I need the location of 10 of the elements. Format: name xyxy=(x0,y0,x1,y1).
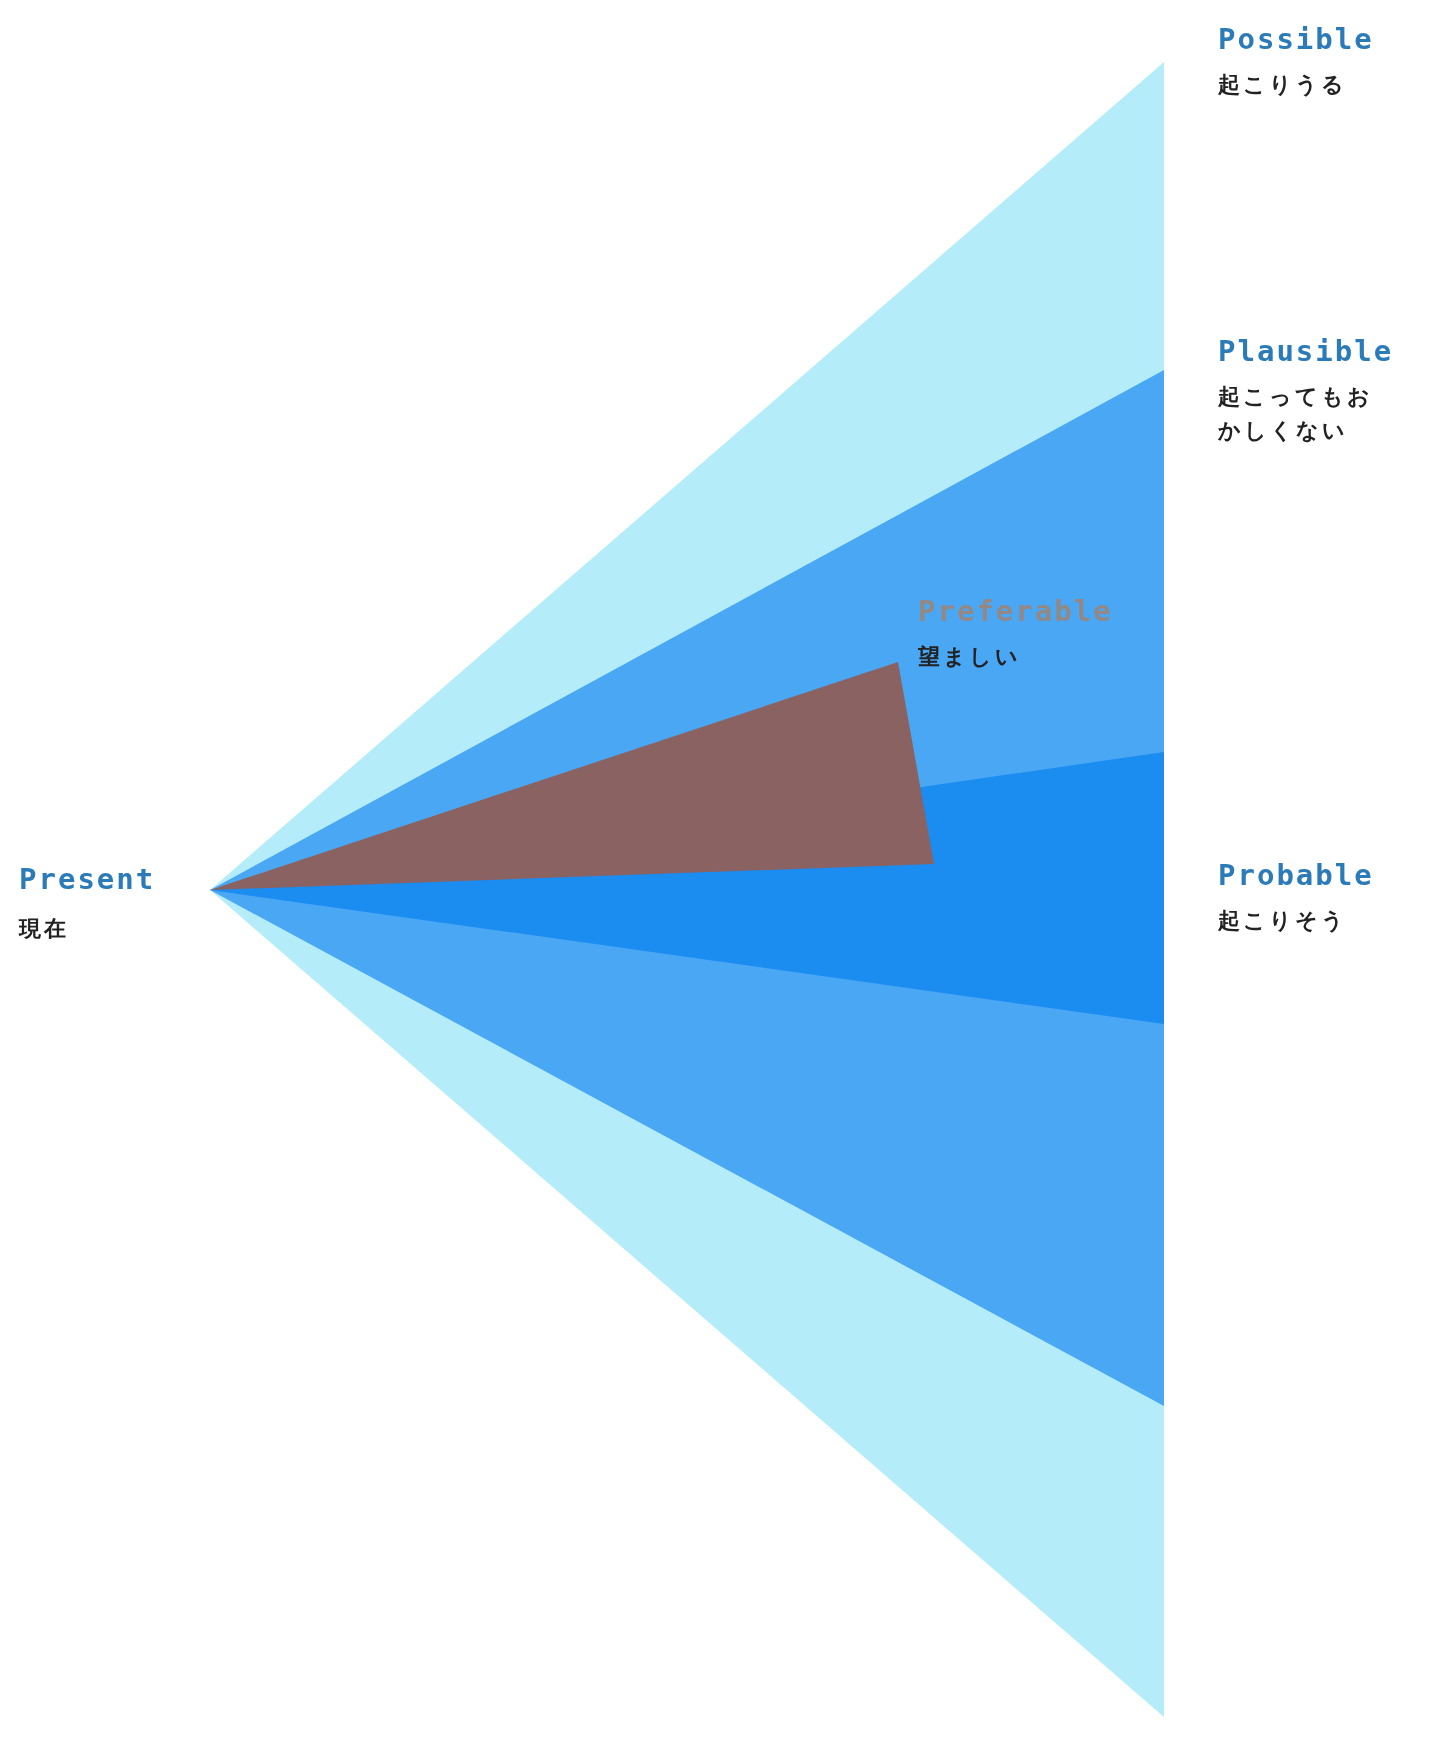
scenario-subtitle: 起こりうる xyxy=(1218,71,1348,99)
scenario-subtitle: 起こりそう xyxy=(1218,907,1348,935)
scenario-heading: Preferable xyxy=(918,594,1113,628)
scenario-heading: Possible xyxy=(1218,22,1374,56)
scenario-heading: Probable xyxy=(1218,858,1374,892)
apex-subtitle: 現在 xyxy=(19,915,69,943)
scenario-subtitle: 起こってもおかしくない xyxy=(1218,383,1374,445)
apex-heading: Present xyxy=(19,862,156,896)
scenario-heading: Plausible xyxy=(1218,334,1394,368)
scenario-subtitle: 望ましい xyxy=(918,643,1022,671)
